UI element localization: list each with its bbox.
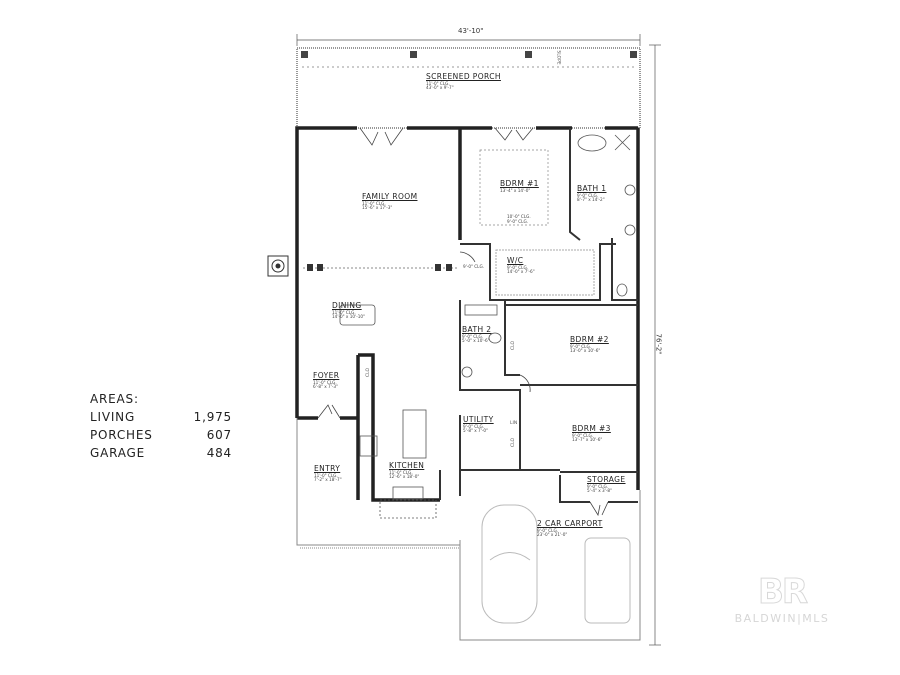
- area-label: PORCHES: [90, 428, 153, 442]
- areas-table: AREAS: LIVING 1,975 PORCHES 607 GARAGE 484: [90, 392, 232, 464]
- room-ceiling: 9'-0" CLG.: [463, 423, 485, 429]
- room-size: 43'-0" x 9'-7": [426, 85, 454, 91]
- wic-shelving: [495, 249, 595, 296]
- area-value: 484: [206, 446, 232, 460]
- logo-mark: BR: [757, 572, 808, 613]
- room-size: 14'-0" x 7'-6": [507, 269, 535, 275]
- room-ceiling: 9'-0" CLG.: [537, 527, 559, 533]
- room-ceiling: 11'-0" CLG.: [314, 472, 338, 478]
- room-size: 8'-7" x 14'-2": [577, 197, 605, 203]
- area-row: GARAGE 484: [90, 446, 232, 464]
- room-name: BDRM #1: [500, 179, 539, 188]
- linen-label: LIN: [510, 421, 518, 426]
- logo-text: BALDWIN|MLS: [734, 612, 830, 625]
- tray-ceiling: [479, 149, 549, 226]
- interior-walls: [439, 128, 638, 503]
- room-name: BATH 1: [577, 184, 607, 193]
- area-value: 607: [206, 428, 232, 442]
- room-size: 15'-6" x 17'-3": [362, 205, 393, 211]
- room-ceiling: 11'-0" CLG.: [389, 469, 413, 475]
- area-row: LIVING 1,975: [90, 410, 232, 428]
- room-size: 14'-0" x 10'-10": [332, 314, 365, 320]
- room-size: 13'-0" x 10'-6": [570, 348, 601, 354]
- room-size: 5'-8" x 7'-0": [463, 428, 488, 434]
- area-label: LIVING: [90, 410, 136, 424]
- room-ceiling: 9'-0" CLG.: [572, 432, 594, 438]
- beam-posts: [307, 264, 452, 271]
- ceiling-note: 10'-0" CLG.: [507, 214, 531, 219]
- room-size: 23'-0" x 21'-0": [537, 532, 568, 538]
- room-ceiling: 9'-0" CLG.: [507, 264, 529, 270]
- baldwin-mls-watermark: BR BALDWIN|MLS: [712, 572, 852, 626]
- room-size: 13'-7" x 10'-6": [572, 437, 603, 443]
- room-size: 5'-0" x 10'-6": [462, 338, 490, 344]
- fixtures: [339, 134, 636, 519]
- hall-ceiling-note: 9'-0" CLG.: [463, 264, 485, 270]
- areas-title: AREAS:: [90, 392, 139, 406]
- closet-label: CLO: [511, 340, 517, 351]
- room-name: DINING: [332, 301, 362, 310]
- room-ceiling: 11'-0" CLG.: [426, 80, 450, 86]
- area-value: 1,975: [193, 410, 232, 424]
- room-size: 12'-6" x 18'-0": [389, 474, 420, 480]
- ceiling-note: 9'-0" CLG.: [463, 264, 485, 269]
- room-name: FOYER: [313, 371, 340, 380]
- porch-posts: [301, 51, 637, 58]
- room-name: UTILITY: [463, 415, 494, 424]
- room-ceiling: 9'-0" CLG.: [587, 483, 609, 489]
- room-name: FAMILY ROOM: [362, 192, 418, 201]
- room-name: ENTRY: [314, 464, 341, 473]
- area-label: GARAGE: [90, 446, 146, 460]
- room-name: 2 CAR CARPORT: [537, 519, 603, 528]
- depth-dimension: 76'-2": [654, 333, 663, 355]
- room-name: BDRM #2: [570, 335, 609, 344]
- closet-label: CLO: [511, 437, 517, 448]
- room-name: BATH 2: [462, 325, 492, 334]
- width-dimension: 43'-10": [458, 27, 484, 35]
- room-ceiling: 11'-0" CLG.: [362, 200, 386, 206]
- room-ceiling: 11'-0" CLG.: [313, 379, 337, 385]
- doors: [317, 127, 609, 517]
- exterior-walls: [295, 126, 640, 502]
- room-size: 7'-2" x 18'-7": [314, 477, 342, 483]
- room-ceiling: 9'-0" CLG.: [570, 343, 592, 349]
- room-name: SCREENED PORCH: [426, 72, 501, 81]
- closet-label: CLO: [366, 367, 372, 378]
- room-name: STORAGE: [587, 475, 626, 484]
- car-icons: [481, 504, 631, 624]
- porch-carport-outline: [296, 418, 641, 641]
- area-row: PORCHES 607: [90, 428, 232, 446]
- room-ceiling: 9'-0" CLG.: [577, 192, 599, 198]
- room-name: KITCHEN: [389, 461, 425, 470]
- slope-note: SLOPE: [555, 50, 561, 65]
- bdrm1-ceiling-note: 10'-0" CLG.9'-0" CLG.: [507, 214, 531, 225]
- dimension-lines: [296, 34, 661, 646]
- room-ceiling: 9'-0" CLG.: [462, 333, 484, 339]
- room-name: W/C: [507, 256, 524, 265]
- room-name: BDRM #3: [572, 424, 611, 433]
- room-ceiling: 11'-0" CLG.: [332, 309, 356, 315]
- room-size: 6'-8" x 7'-3": [313, 384, 338, 390]
- ceiling-note: 9'-0" CLG.: [507, 218, 529, 224]
- room-size: 5'-4" x 3'-8": [587, 488, 612, 494]
- fireplace-icon: [267, 255, 289, 277]
- room-size: 13'-4" x 14'-0": [500, 187, 531, 193]
